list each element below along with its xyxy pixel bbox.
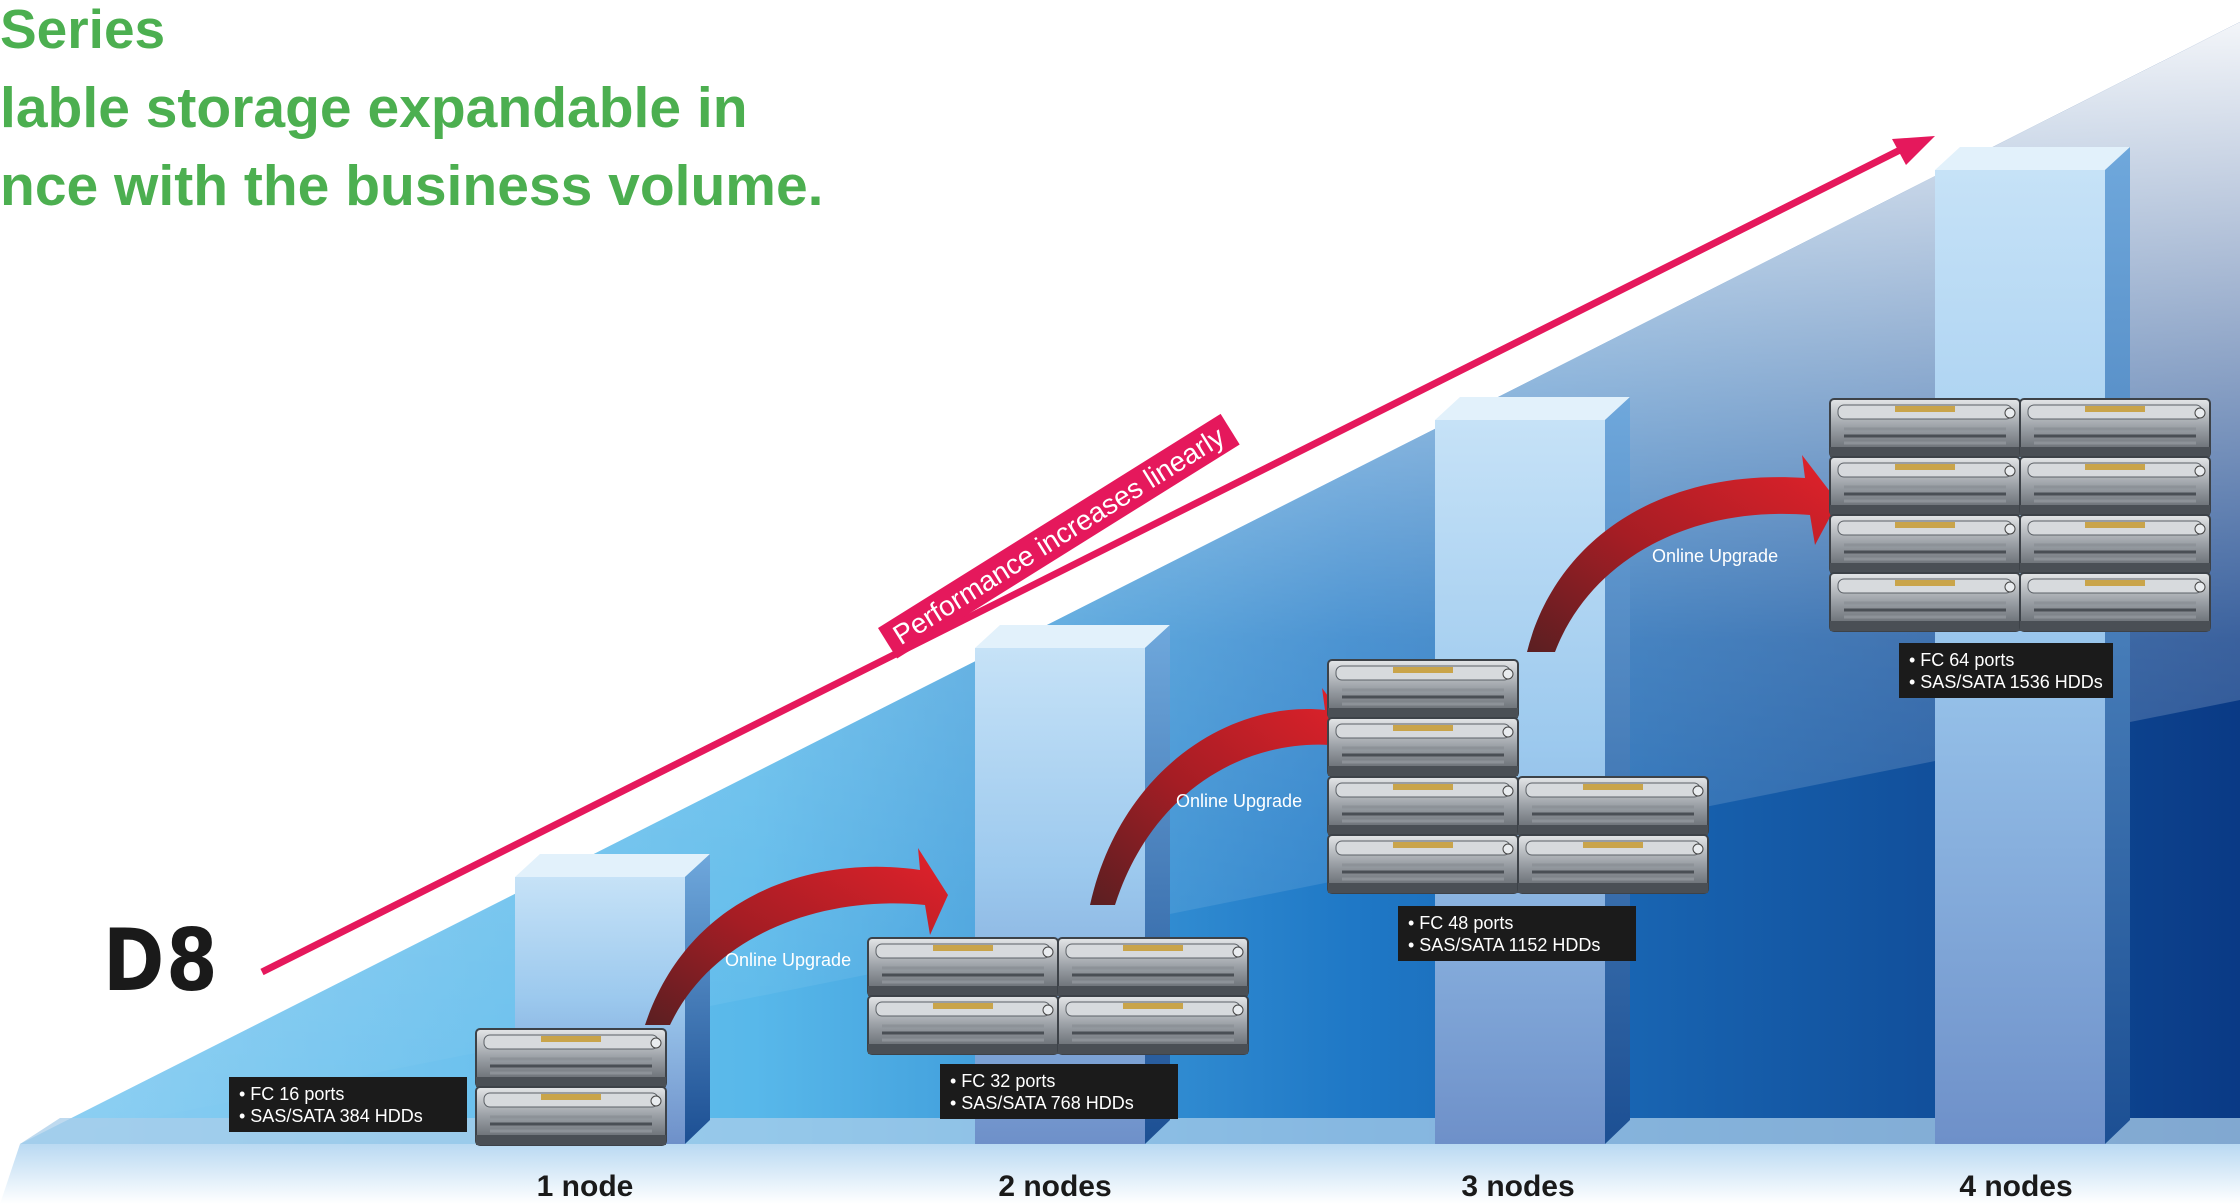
storage-enclosure (1327, 717, 1519, 777)
spec-hdds: • SAS/SATA 1152 HDDs (1408, 935, 1601, 955)
floor (0, 1144, 2240, 1204)
storage-enclosure (1057, 937, 1249, 997)
spec-ports: • FC 48 ports (1408, 913, 1514, 933)
spec-box-4-nodes: • FC 64 ports • SAS/SATA 1536 HDDs (1899, 643, 2113, 698)
storage-enclosure (1327, 659, 1519, 719)
storage-enclosure (2019, 572, 2211, 632)
storage-enclosure (475, 1086, 667, 1146)
stage-label-1-node: 1 node (536, 1170, 634, 1203)
headline-line-2: lable storage expandable in (0, 76, 748, 140)
upgrade-label-2: Online Upgrade (1176, 791, 1303, 811)
upgrade-label-1: Online Upgrade (725, 950, 852, 970)
performance-arrow (260, 136, 1935, 976)
headline-line-3: nce with the business volume. (0, 154, 824, 218)
spec-box-3-nodes: • FC 48 ports • SAS/SATA 1152 HDDs (1398, 906, 1636, 961)
storage-enclosure (2019, 398, 2211, 458)
spec-box-1-node: • FC 16 ports • SAS/SATA 384 HDDs (229, 1077, 467, 1132)
spec-ports: • FC 32 ports (950, 1071, 1056, 1091)
upgrade-label-3: Online Upgrade (1652, 546, 1779, 566)
storage-enclosure (2019, 514, 2211, 574)
upgrade-arrow-3 (1527, 455, 1838, 652)
storage-enclosure (1829, 514, 2021, 574)
storage-enclosure (1517, 776, 1709, 836)
storage-enclosure (2019, 456, 2211, 516)
stage-label-4-nodes: 4 nodes (1959, 1170, 2073, 1203)
storage-enclosure (867, 937, 1059, 997)
spec-hdds: • SAS/SATA 384 HDDs (239, 1106, 423, 1126)
storage-enclosure (867, 995, 1059, 1055)
storage-enclosure (475, 1028, 667, 1088)
headline-line-1: Series (0, 0, 166, 60)
spec-hdds: • SAS/SATA 1536 HDDs (1909, 672, 2103, 692)
storage-enclosure (1517, 834, 1709, 894)
spec-ports: • FC 64 ports (1909, 650, 2015, 670)
storage-enclosure (1327, 834, 1519, 894)
model-name: D8 (103, 911, 220, 1011)
storage-enclosure (1327, 776, 1519, 836)
storage-enclosure (1829, 572, 2021, 632)
upgrade-arrow-2 (1090, 688, 1356, 905)
stage-label-2-nodes: 2 nodes (998, 1170, 1112, 1203)
storage-units (475, 398, 2211, 1146)
stage-label-3-nodes: 3 nodes (1461, 1170, 1575, 1203)
storage-enclosure (1829, 456, 2021, 516)
spec-ports: • FC 16 ports (239, 1084, 345, 1104)
upgrade-arrow-1 (645, 848, 948, 1025)
storage-enclosure (1057, 995, 1249, 1055)
spec-hdds: • SAS/SATA 768 HDDs (950, 1093, 1134, 1113)
storage-enclosure (1829, 398, 2021, 458)
spec-box-2-nodes: • FC 32 ports • SAS/SATA 768 HDDs (940, 1064, 1178, 1119)
